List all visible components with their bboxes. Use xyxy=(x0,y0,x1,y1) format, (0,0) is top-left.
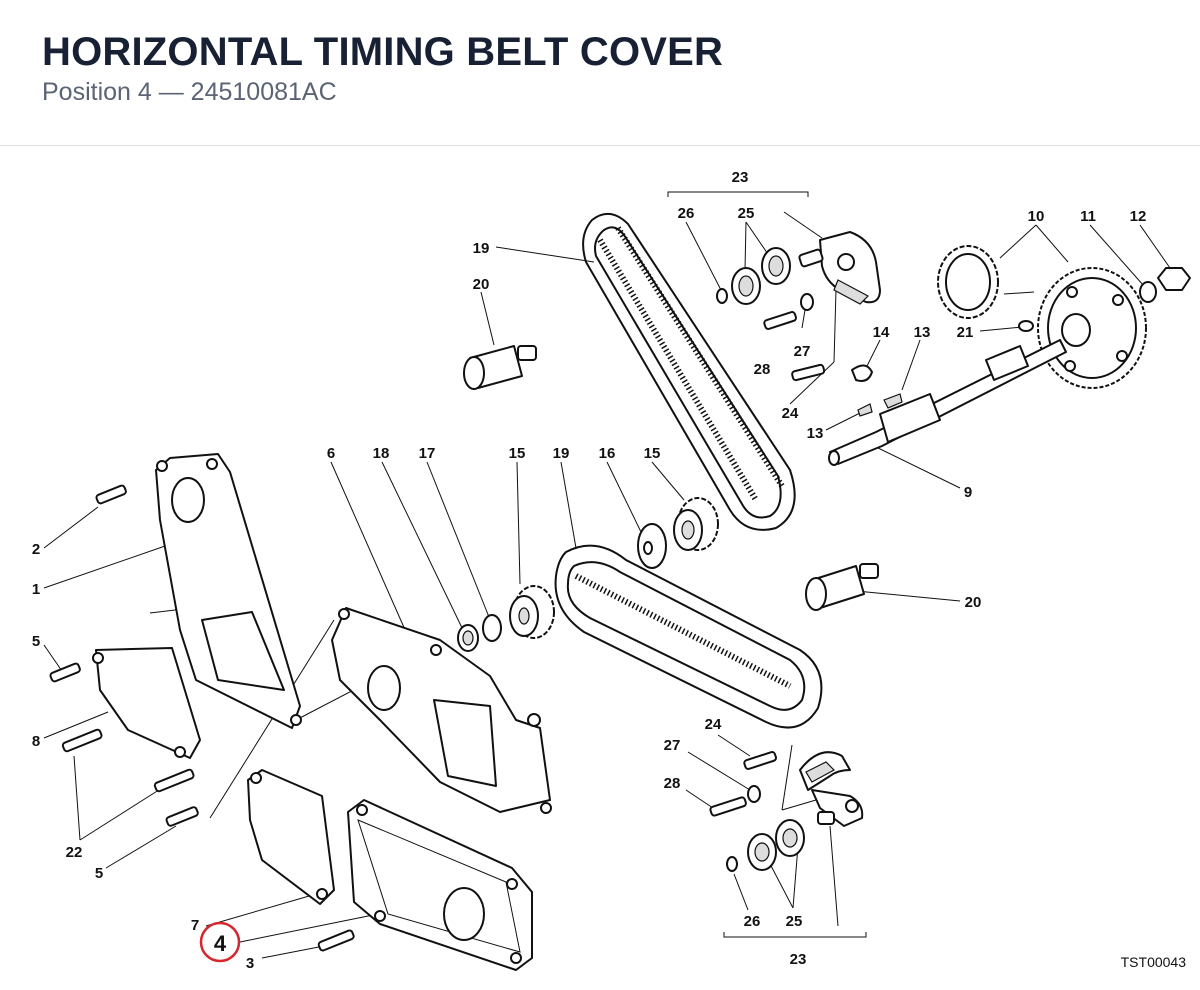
callout-19-mid: 19 xyxy=(553,445,570,462)
callout-11: 11 xyxy=(1080,208,1096,225)
callout-20-mid: 20 xyxy=(965,594,982,611)
callout-22: 22 xyxy=(66,844,83,861)
callout-25-top: 25 xyxy=(738,205,755,222)
page-title: HORIZONTAL TIMING BELT COVER xyxy=(42,30,724,74)
rear-support-plate xyxy=(155,453,302,729)
callout-27-bot: 27 xyxy=(664,737,681,754)
timing-belt-top xyxy=(582,213,796,531)
callout-28-top: 28 xyxy=(754,361,771,378)
callout-2: 2 xyxy=(32,541,40,558)
callout-19-top: 19 xyxy=(473,240,490,257)
callout-13-a: 13 xyxy=(914,324,931,341)
callout-4-label: 4 xyxy=(214,931,227,956)
highlighted-callout-4[interactable]: 4 xyxy=(199,921,241,963)
tensioner-bottom-assembly xyxy=(709,751,864,872)
page-subtitle: Position 4 — 24510081AC xyxy=(42,78,337,106)
tensioner-top-assembly xyxy=(716,231,881,382)
callout-23-top: 23 xyxy=(732,169,749,186)
callout-26-bot: 26 xyxy=(744,913,761,930)
callout-5-b: 5 xyxy=(95,865,103,882)
callout-23-bot: 23 xyxy=(790,951,807,968)
timing-belt-bottom xyxy=(554,544,823,729)
callout-24-top: 24 xyxy=(782,405,799,422)
callout-7: 7 xyxy=(191,917,199,934)
callout-13-b: 13 xyxy=(807,425,824,442)
callout-15-a: 15 xyxy=(509,445,526,462)
leader-lines xyxy=(43,191,1171,959)
cover-plate-8 xyxy=(92,647,201,759)
callout-17: 17 xyxy=(419,445,436,462)
callout-24-bot: 24 xyxy=(705,716,722,733)
callout-20-top: 20 xyxy=(473,276,490,293)
drawing-code: TST00043 xyxy=(1120,954,1186,970)
screws-left xyxy=(49,484,355,952)
callout-3: 3 xyxy=(246,955,254,972)
callout-27-top: 27 xyxy=(794,343,811,360)
callout-26-top: 26 xyxy=(678,205,695,222)
highlight-ring xyxy=(199,921,241,963)
callout-15-b: 15 xyxy=(644,445,661,462)
callout-5-a: 5 xyxy=(32,633,40,650)
callout-1: 1 xyxy=(32,581,40,598)
bushing-mid xyxy=(805,563,879,611)
pulleys-middle xyxy=(457,497,719,652)
camshaft xyxy=(828,339,1067,466)
callout-21: 21 xyxy=(957,324,974,341)
callout-labels: 23 26 25 10 11 12 19 20 21 14 13 27 28 2… xyxy=(32,169,1147,972)
middle-support-plate xyxy=(331,607,552,814)
bushing-top xyxy=(463,345,537,390)
callout-14: 14 xyxy=(873,324,890,341)
camshaft-gears xyxy=(937,245,1191,389)
callout-16: 16 xyxy=(599,445,616,462)
callout-9: 9 xyxy=(964,484,972,501)
header: HORIZONTAL TIMING BELT COVER Position 4 … xyxy=(0,0,1200,146)
callout-25-bot: 25 xyxy=(786,913,803,930)
callout-18: 18 xyxy=(373,445,390,462)
callout-8: 8 xyxy=(32,733,40,750)
horizontal-timing-belt-cover xyxy=(347,799,533,971)
callout-6: 6 xyxy=(327,445,335,462)
cover-plate-7 xyxy=(247,769,335,905)
callout-10: 10 xyxy=(1028,208,1045,225)
callout-12: 12 xyxy=(1130,208,1147,225)
callout-28-bot: 28 xyxy=(664,775,681,792)
